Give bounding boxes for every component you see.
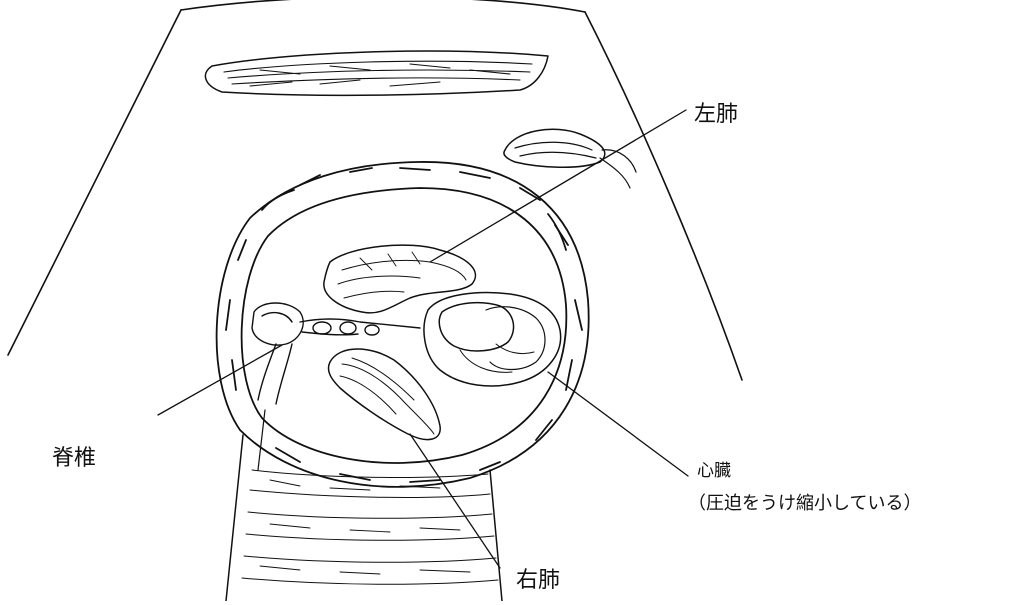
spine bbox=[252, 303, 420, 404]
leader-right-lung bbox=[410, 434, 500, 568]
leader-left-lung bbox=[430, 110, 686, 262]
label-heart-note: （圧迫をうけ縮小している） bbox=[688, 489, 921, 515]
heart bbox=[424, 293, 561, 386]
right-lung bbox=[328, 349, 440, 440]
left-lung bbox=[324, 245, 476, 313]
label-spine: 脊椎 bbox=[52, 440, 96, 472]
leader-lines bbox=[158, 110, 688, 568]
label-right-lung: 右肺 bbox=[516, 562, 560, 594]
upper-tissue-band bbox=[205, 51, 548, 95]
fetal-chest-outline bbox=[217, 162, 589, 487]
label-heart: 心臓 bbox=[697, 456, 731, 481]
leader-heart bbox=[548, 372, 688, 476]
lower-tissue-band bbox=[226, 410, 502, 601]
label-left-lung: 左肺 bbox=[694, 96, 738, 128]
